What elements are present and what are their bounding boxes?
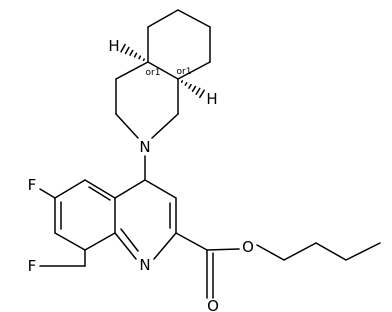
stereo-hash-bond-4a [142, 58, 145, 62]
stereo-hash-bond-4a [129, 49, 134, 56]
ring-bond [115, 61, 149, 80]
fluorine-6-label: F [28, 176, 37, 194]
bonds [39, 9, 381, 299]
stereo-hash-bond-8a [191, 85, 197, 92]
stereo-hash-bond-8a [195, 87, 201, 96]
ring-bond [114, 232, 137, 260]
piperidine-nitrogen-label: N [139, 138, 150, 156]
butyl-bond [256, 244, 285, 261]
fluorine-8-label: F [28, 257, 37, 275]
stereo-hash-bond-8a [184, 81, 188, 86]
bond-c6-f [39, 188, 56, 199]
double-bond-inner [88, 186, 111, 201]
butyl-bond [315, 242, 347, 261]
butyl-bond [283, 242, 317, 261]
stereo-hash-bond-4a [120, 43, 126, 53]
carbonyl-oxygen-label: O [207, 297, 219, 312]
quinoline-nitrogen-label: N [139, 256, 150, 274]
double-bond-inner [120, 228, 139, 252]
ring-bond [147, 61, 179, 80]
stereo-hash-bond-8a [180, 80, 184, 83]
ring-bond [54, 232, 86, 251]
ring-bond [54, 179, 86, 199]
stereo-hash-bond-4a [133, 52, 138, 58]
stereo-hash-bond-4a [124, 46, 130, 55]
ring-bond [114, 179, 146, 199]
ring-bond [177, 9, 211, 28]
hydrogen-4a-label: H [108, 37, 119, 55]
ring-bond [153, 232, 177, 260]
stereo-label-8a: or1 [177, 67, 192, 77]
bond-c2-carbonyl [175, 232, 208, 251]
ring-bond [84, 232, 116, 251]
stereo-hash-bond-8a [188, 83, 192, 89]
bond-carbonyl-o [206, 248, 240, 251]
butyl-bond [345, 242, 381, 261]
stereo-hash-bond-8a [199, 89, 205, 99]
ring-bond [84, 179, 116, 199]
ring-bond [147, 9, 179, 28]
ring-bond [115, 113, 139, 139]
stereo-label-4a: or1 [146, 68, 161, 78]
ring-bond [144, 179, 177, 199]
ring-bond [151, 113, 179, 139]
hydrogen-8a-label: H [206, 90, 217, 108]
stereo-hash-bond-4a [138, 55, 142, 60]
atom-labels: N N F F O O H H or1 or1 [28, 37, 254, 312]
ester-oxygen-label: O [242, 238, 254, 256]
ring-bond [177, 61, 211, 80]
